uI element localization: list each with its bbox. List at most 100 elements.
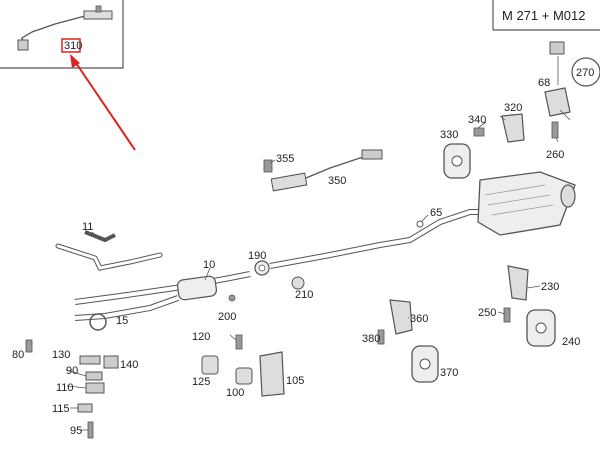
washer-130-shape [79,355,101,365]
label-125: 125 [192,376,210,388]
brackets [259,113,529,397]
inset-border [0,0,124,69]
gasket-15-shape [89,313,107,331]
label-250: 250 [478,307,496,319]
inset-connector [17,39,29,51]
label-380: 380 [362,333,380,345]
label-210: 210 [295,289,313,301]
label-95: 95 [70,425,82,437]
front-pipe-11-branch [84,230,116,243]
clamp-65-shape [416,220,424,228]
callout-circle-260 [571,57,600,87]
hanger-240-hole [535,322,547,334]
leader-230 [526,285,541,289]
label-140: 140 [120,359,138,371]
gasket-190-hole [258,264,266,272]
bracket-320-shape [501,113,525,143]
label-130: 130 [52,349,70,361]
clamp-140-shape [103,355,119,369]
clamp-210-shape [291,276,305,290]
leader-260 [559,109,571,121]
catalyst-body [176,275,218,301]
model-code-box: M 271 + M012 [492,0,600,31]
bolt-270-shape [551,121,559,139]
oxygen-sensor-350 [263,149,383,192]
label-105: 105 [286,375,304,387]
sensor-350-probe [361,149,383,160]
bracket-360-shape [389,299,413,335]
label-200: 200 [218,311,236,323]
callout-arrowhead [70,54,80,68]
label-190: 190 [248,250,266,262]
muffler-tailpipe [560,184,576,208]
muffler-body [477,171,576,236]
leader-270 [555,137,559,143]
label-340: 340 [468,114,486,126]
leader-65 [420,214,429,223]
damper-100-shape [235,367,253,385]
label-330: 330 [440,129,458,141]
leader-11 [91,231,99,238]
label-65: 65 [430,207,442,219]
part-labels: 310 68 270 340 320 330 260 355 350 65 11… [12,40,594,437]
label-350: 350 [328,175,346,187]
leader-250 [497,311,506,315]
sensor-350-connector [270,172,308,192]
nut-115-shape [77,403,93,413]
label-15: 15 [116,315,128,327]
muffler-ribs [484,184,554,216]
label-230: 230 [541,281,559,293]
label-120: 120 [192,331,210,343]
hanger-370-hole [419,358,431,370]
bolt-355-shape [263,159,273,173]
label-310: 310 [64,40,82,52]
y-pipe-10-inner [74,272,251,304]
model-code: M 271 + M012 [502,8,585,23]
rear-muffler [477,171,576,236]
label-320: 320 [504,102,522,114]
hanger-68-shape [544,87,571,117]
clamp-90-shape [85,371,103,381]
leader-340 [477,121,487,129]
callout-arrow-line [73,59,136,151]
leader-320 [499,115,506,121]
sensor-inset [0,0,124,69]
label-68: 68 [538,77,550,89]
label-90: 90 [66,365,78,377]
leader-110 [66,385,87,389]
label-100: 100 [226,387,244,399]
label-110: 110 [56,382,74,394]
label-270: 260 [546,149,564,161]
intermediate-pipe-outer [269,209,490,269]
bolt-95-shape [87,421,94,439]
leader-10 [204,267,211,281]
small-hardware [25,121,559,439]
bolt-340-shape [473,127,485,137]
intermediate-pipe-inner [269,210,490,268]
leader-lines [65,56,571,431]
bracket-105-shape [259,351,285,397]
clamp-110-shape [85,382,105,394]
label-355: 355 [276,153,294,165]
bolt-120-shape [235,334,243,350]
y-pipe-lower-inner [74,296,179,320]
exhaust-pipes [55,209,490,321]
leader-120 [229,334,237,341]
label-240: 240 [562,336,580,348]
rubber-hangers [411,41,571,383]
bolt-380-shape [377,329,385,345]
label-115: 115 [52,403,70,415]
bolt-80-shape [25,339,33,353]
nut-200-shape [228,294,236,302]
clip-68-top [549,41,565,55]
inset-sensor-cap [95,5,102,13]
hanger-330-hole [451,155,463,167]
damper-125-shape [201,355,219,375]
label-80: 80 [12,349,24,361]
callout-highlight-box [61,38,81,53]
leader-90 [65,369,87,377]
label-11: 11 [82,221,93,233]
callout-arrow [61,38,136,151]
label-260: 270 [576,67,594,79]
